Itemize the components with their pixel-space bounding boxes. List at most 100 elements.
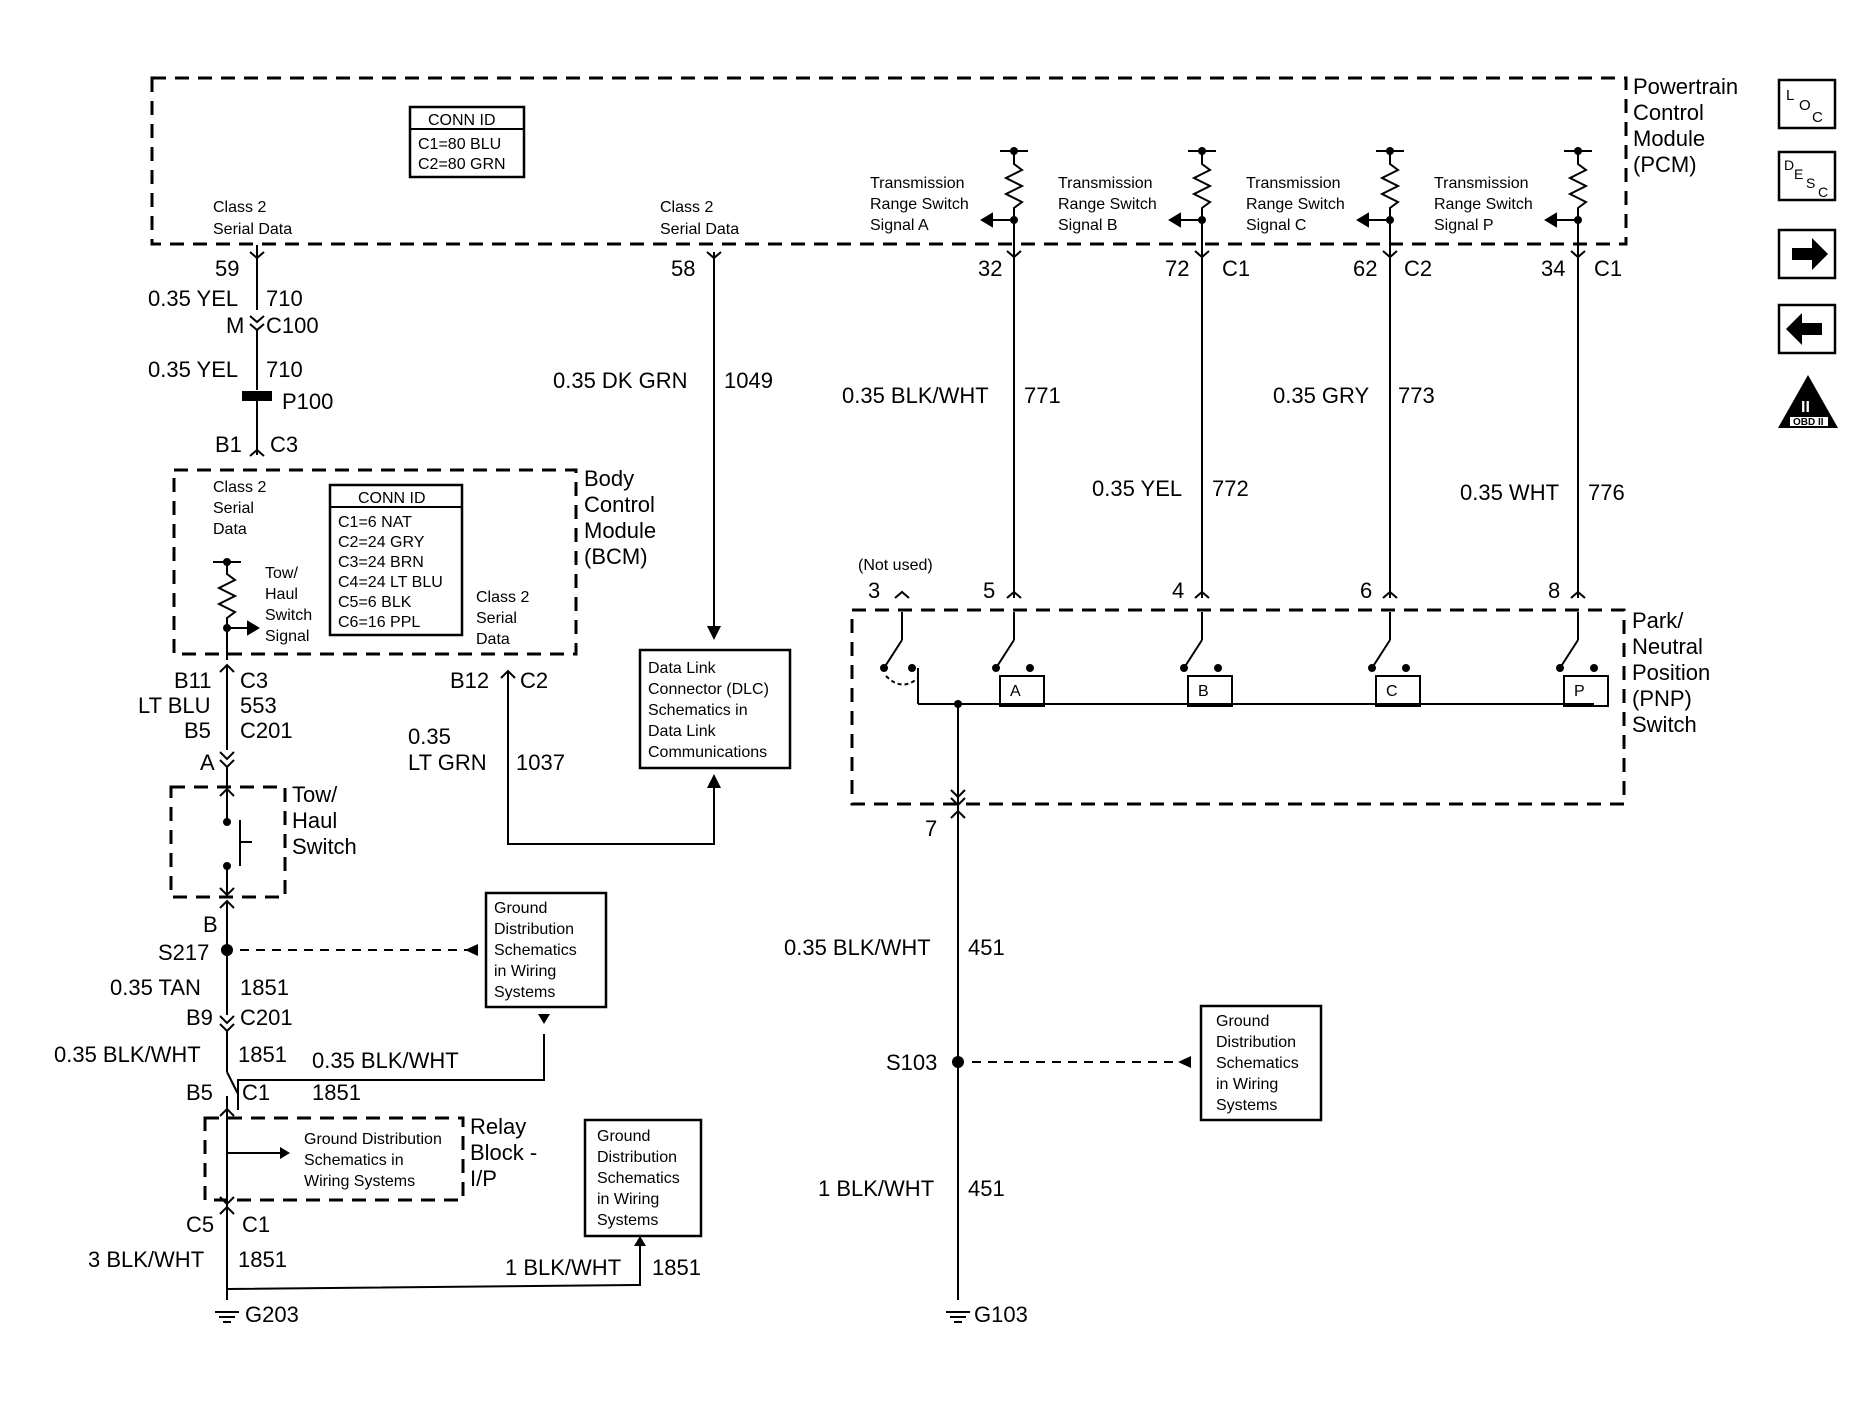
- svg-text:Systems: Systems: [494, 984, 555, 1001]
- ground-dist-ref-box-3: Ground Distribution Schematics in Wiring…: [1199, 1004, 1323, 1122]
- svg-text:C6=16 PPL: C6=16 PPL: [338, 614, 420, 631]
- ground-dist-ref-box-1: Ground Distribution Schematics in Wiring…: [484, 891, 608, 1009]
- svg-text:4: 4: [1172, 578, 1184, 603]
- svg-text:Serial Data: Serial Data: [213, 221, 292, 238]
- svg-text:in Wiring: in Wiring: [597, 1191, 659, 1208]
- svg-text:Class 2: Class 2: [660, 199, 713, 216]
- svg-text:Data Link: Data Link: [648, 660, 717, 677]
- range-switch-labels: 32 72 C1 62 C2 34 C1 0.35 BLK/WHT 771 0.…: [842, 256, 1625, 603]
- svg-text:CONN ID: CONN ID: [428, 112, 496, 129]
- svg-text:Relay: Relay: [470, 1114, 526, 1139]
- svg-text:710: 710: [266, 286, 303, 311]
- svg-text:0.35 BLK/WHT: 0.35 BLK/WHT: [54, 1042, 201, 1067]
- svg-text:M: M: [226, 313, 244, 338]
- svg-text:O: O: [1799, 97, 1811, 114]
- svg-text:Data: Data: [476, 631, 510, 648]
- svg-text:B9: B9: [186, 1005, 213, 1030]
- svg-text:Distribution: Distribution: [494, 921, 574, 938]
- svg-text:34: 34: [1541, 256, 1565, 281]
- svg-text:Range Switch: Range Switch: [1246, 196, 1345, 213]
- svg-text:58: 58: [671, 256, 695, 281]
- svg-text:C1: C1: [242, 1212, 270, 1237]
- svg-text:B1: B1: [215, 432, 242, 457]
- next-arrow-icon[interactable]: [1777, 228, 1837, 280]
- bcm-box: [172, 468, 578, 656]
- svg-text:C: C: [1812, 109, 1823, 126]
- svg-text:Switch: Switch: [292, 834, 357, 859]
- svg-text:0.35 BLK/WHT: 0.35 BLK/WHT: [312, 1048, 459, 1073]
- svg-text:Transmission: Transmission: [1246, 175, 1341, 192]
- class2-dlc-wiring: [500, 251, 722, 845]
- desc-icon[interactable]: D E S C: [1777, 150, 1837, 202]
- svg-text:1851: 1851: [238, 1247, 287, 1272]
- svg-text:C201: C201: [240, 718, 293, 743]
- svg-text:5: 5: [983, 578, 995, 603]
- pcm-box: [150, 76, 1628, 246]
- left-circuit-markers: [215, 944, 646, 1323]
- svg-text:Module: Module: [584, 518, 656, 543]
- svg-text:Connector (DLC): Connector (DLC): [648, 681, 769, 698]
- obd-ii-icon[interactable]: II OBD II: [1778, 375, 1838, 428]
- svg-text:E: E: [1794, 166, 1803, 182]
- svg-text:1037: 1037: [516, 750, 565, 775]
- svg-text:Systems: Systems: [597, 1212, 658, 1229]
- svg-text:C1: C1: [1222, 256, 1250, 281]
- dlc-reference-box: Data Link Connector (DLC) Schematics in …: [638, 648, 792, 770]
- pcm-class2-left-label: Class 2 Serial Data: [213, 199, 292, 238]
- svg-text:C2=80 GRN: C2=80 GRN: [418, 156, 506, 173]
- svg-text:Signal A: Signal A: [870, 217, 929, 234]
- svg-text:62: 62: [1353, 256, 1377, 281]
- svg-text:C2=24 GRY: C2=24 GRY: [338, 534, 425, 551]
- svg-text:1 BLK/WHT: 1 BLK/WHT: [818, 1176, 934, 1201]
- svg-text:C4=24 LT BLU: C4=24 LT BLU: [338, 574, 443, 591]
- svg-text:I/P: I/P: [470, 1166, 497, 1191]
- svg-text:Schematics in: Schematics in: [304, 1152, 404, 1169]
- svg-text:G103: G103: [974, 1302, 1028, 1327]
- svg-text:Wiring Systems: Wiring Systems: [304, 1173, 415, 1190]
- svg-text:C201: C201: [240, 1005, 293, 1030]
- g203-ground-icon: [215, 1311, 239, 1323]
- svg-text:Signal P: Signal P: [1434, 217, 1494, 234]
- svg-text:Haul: Haul: [292, 808, 337, 833]
- not-used-note: (Not used): [858, 557, 933, 574]
- svg-text:776: 776: [1588, 480, 1625, 505]
- svg-text:C3=24 BRN: C3=24 BRN: [338, 554, 424, 571]
- svg-text:Range Switch: Range Switch: [870, 196, 969, 213]
- svg-text:D: D: [1784, 157, 1794, 173]
- svg-text:Data Link: Data Link: [648, 723, 717, 740]
- svg-text:1 BLK/WHT: 1 BLK/WHT: [505, 1255, 621, 1280]
- svg-text:Schematics: Schematics: [494, 942, 577, 959]
- svg-text:Signal B: Signal B: [1058, 217, 1118, 234]
- svg-text:0.35 YEL: 0.35 YEL: [148, 286, 238, 311]
- svg-text:S217: S217: [158, 940, 209, 965]
- svg-text:C3: C3: [240, 668, 268, 693]
- svg-text:A: A: [200, 750, 215, 775]
- svg-text:Module: Module: [1633, 126, 1705, 151]
- pcm-pullup-resistors: [980, 147, 1592, 244]
- pcm-conn-id-table: CONN ID C1=80 BLU C2=80 GRN: [408, 105, 526, 179]
- svg-text:0.35: 0.35: [408, 724, 451, 749]
- svg-text:Signal: Signal: [265, 628, 309, 645]
- svg-text:0.35 BLK/WHT: 0.35 BLK/WHT: [784, 935, 931, 960]
- svg-text:Ground: Ground: [494, 900, 547, 917]
- svg-text:II: II: [1801, 399, 1810, 416]
- svg-text:771: 771: [1024, 383, 1061, 408]
- back-arrow-icon[interactable]: [1777, 303, 1837, 355]
- svg-text:Systems: Systems: [1216, 1097, 1277, 1114]
- pnp-internal-switches: [880, 612, 1609, 1300]
- svg-text:Serial Data: Serial Data: [660, 221, 739, 238]
- relay-block-ground-text: Ground Distribution Schematics in Wiring…: [304, 1131, 442, 1190]
- svg-text:Body: Body: [584, 466, 634, 491]
- svg-text:C1: C1: [242, 1080, 270, 1105]
- left-circuit-wiring: [213, 245, 641, 1300]
- svg-text:C2: C2: [520, 668, 548, 693]
- loc-icon[interactable]: L O C: [1777, 78, 1837, 130]
- svg-text:B: B: [203, 912, 218, 937]
- svg-text:Control: Control: [584, 492, 655, 517]
- trs-signal-p-label: Transmission Range Switch Signal P: [1434, 175, 1533, 234]
- svg-text:0.35 WHT: 0.35 WHT: [1460, 480, 1559, 505]
- pnp-switch-label: Park/ Neutral Position (PNP) Switch: [1632, 608, 1710, 737]
- svg-text:Control: Control: [1633, 100, 1704, 125]
- svg-text:G203: G203: [245, 1302, 299, 1327]
- svg-text:Tow/: Tow/: [265, 565, 298, 582]
